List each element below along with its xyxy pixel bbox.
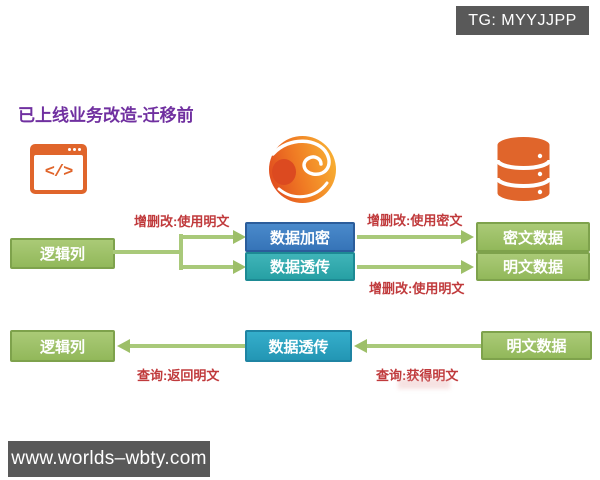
code-glyph: </> (34, 155, 83, 190)
flow1-plain-label: 增删改:使用明文 (369, 281, 465, 296)
code-window-icon: </> (30, 144, 87, 194)
watermark-smudge (398, 378, 450, 389)
arrow-cipher-head (461, 230, 474, 244)
fork-arrow-top-head (233, 230, 246, 244)
window-dots (68, 148, 81, 151)
arrow-return-shaft (130, 344, 245, 348)
arrow-get-shaft (367, 344, 481, 348)
swirl-flame-logo-icon (267, 134, 338, 205)
fork-arrow-bottom-head (233, 260, 246, 274)
flow1-encrypt-box: 数据加密 (245, 222, 355, 252)
fork-arrow-top-shaft (183, 235, 234, 239)
flow1-cipher-data-box: 密文数据 (476, 222, 590, 252)
flow2-passthrough-box: 数据透传 (245, 330, 352, 362)
footer-url-bar: www.worlds–wbty.com (8, 441, 210, 477)
arrow-return-head (117, 339, 130, 353)
database-icon (495, 136, 552, 202)
fork-stem-line (113, 250, 183, 254)
flow2-source-box: 逻辑列 (10, 330, 115, 362)
flow1-cipher-label: 增删改:使用密文 (367, 213, 463, 228)
flow1-plain-data-box: 明文数据 (476, 252, 590, 281)
arrow-plain-head (461, 260, 474, 274)
flow2-get-label: 查询:获得明文 (376, 368, 459, 383)
flow1-source-box: 逻辑列 (10, 238, 115, 269)
flow1-arrow-label: 增删改:使用明文 (134, 214, 230, 229)
flow2-return-label: 查询:返回明文 (137, 368, 220, 383)
arrow-plain-shaft (357, 265, 461, 269)
fork-vertical-line (179, 234, 183, 270)
arrow-get-head (354, 339, 367, 353)
arrow-cipher-shaft (357, 235, 461, 239)
flow2-plain-data-box: 明文数据 (481, 331, 592, 360)
tg-badge: TG: MYYJJPP (456, 6, 589, 35)
page-title: 已上线业务改造-迁移前 (18, 106, 194, 125)
flow1-passthrough-box: 数据透传 (245, 252, 355, 281)
fork-arrow-bottom-shaft (183, 265, 234, 269)
